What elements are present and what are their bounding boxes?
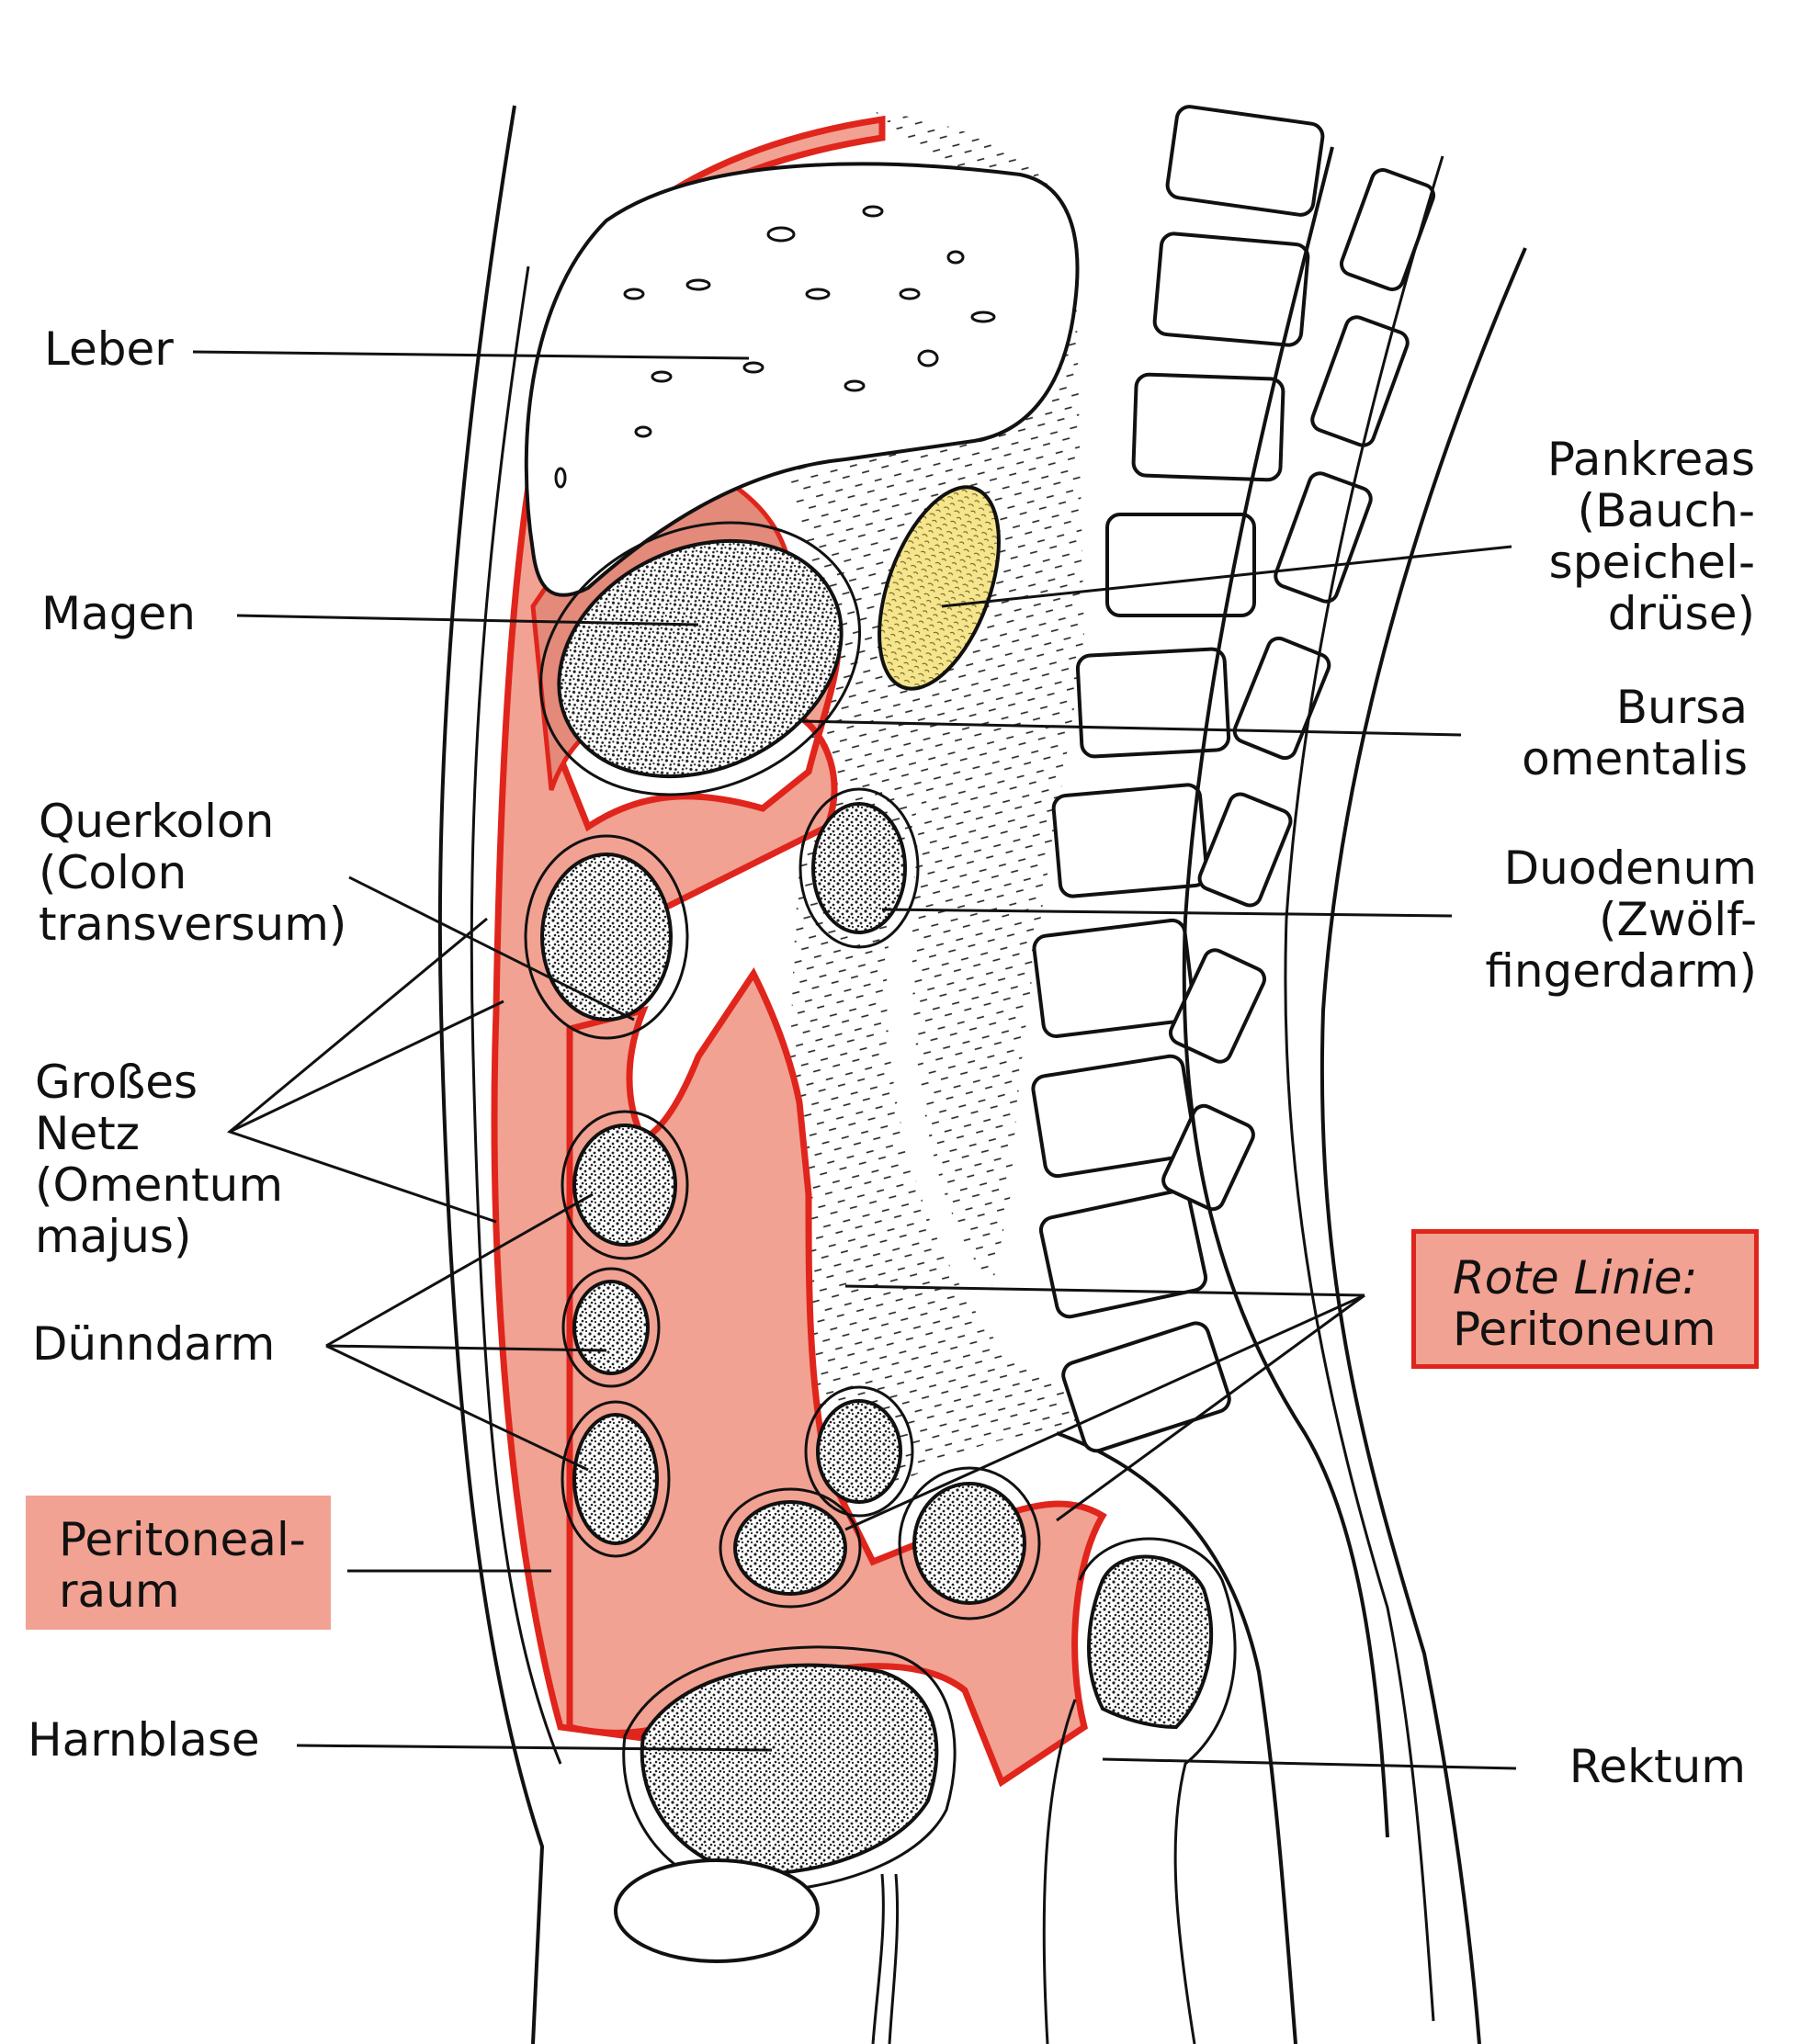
legend-rote-linie: Rote Linie: — [1453, 1251, 1698, 1304]
small-intestine-loop — [572, 1413, 659, 1545]
transverse-colon-wall — [524, 834, 689, 1040]
mesentery-connective-tissue — [772, 404, 1112, 1525]
label-pankreas-line4: drüse) — [1607, 587, 1755, 640]
label-grosses-netz-line1: Großes — [35, 1056, 198, 1109]
legend-peritoneum: Peritoneum — [1453, 1303, 1716, 1356]
label-querkolon-line3: transversum) — [39, 898, 347, 951]
label-pankreas-line1: Pankreas — [1546, 433, 1755, 486]
label-peritonealraum-line1: Peritoneal- — [59, 1513, 306, 1566]
duodenum-wall — [798, 787, 920, 949]
label-grosses-netz-line4: majus) — [35, 1210, 192, 1263]
anterior-body-wall — [437, 105, 545, 2044]
spinal-canal — [1182, 146, 1389, 1838]
rectum — [1087, 1554, 1213, 1730]
label-harnblase: Harnblase — [28, 1713, 260, 1767]
vertebral-column — [1031, 105, 1325, 1453]
rote-linie-legend: Rote Linie: Peritoneum — [1411, 1229, 1759, 1369]
label-querkolon: Querkolon (Colon transversum) — [39, 796, 346, 950]
label-bursa-line1: Bursa — [1615, 681, 1748, 734]
liver-vessels — [554, 205, 996, 489]
urethra — [871, 1873, 900, 2044]
label-rektum: Rektum — [1569, 1740, 1746, 1793]
pubic-bone — [614, 1858, 820, 1963]
label-magen: Magen — [41, 587, 196, 640]
liver — [524, 162, 1080, 597]
label-bursa-omentalis: Bursa omentalis — [1507, 682, 1748, 785]
label-pankreas-line2: (Bauch- — [1577, 484, 1755, 537]
label-peritonealraum-line2: raum — [59, 1564, 180, 1618]
small-intestine-loop — [572, 1124, 677, 1247]
label-pankreas-line3: speichel- — [1548, 536, 1755, 589]
rectum-wall — [1042, 1537, 1237, 2044]
peritonealraum-box: Peritoneal- raum — [26, 1496, 331, 1630]
label-pankreas: Pankreas (Bauch- speichel- drüse) — [1507, 434, 1755, 639]
small-intestine-loop — [912, 1482, 1026, 1605]
duodenum — [811, 802, 907, 934]
label-duodenum: Duodenum (Zwölf- fingerdarm) — [1433, 842, 1757, 997]
label-querkolon-line2: (Colon — [39, 846, 187, 899]
stomach — [557, 538, 844, 779]
label-grosses-netz-line3: (Omentum — [35, 1158, 284, 1212]
label-duenndarm: Dünndarm — [32, 1317, 276, 1371]
label-leber: Leber — [44, 322, 174, 376]
small-intestine-loop — [733, 1500, 847, 1596]
anterior-body-wall-inner — [470, 265, 562, 1765]
small-intestine-loops — [561, 1110, 1041, 1621]
label-duodenum-line2: (Zwölf- — [1598, 893, 1757, 946]
label-bursa-line2: omentalis — [1522, 732, 1748, 785]
pancreas — [878, 485, 1001, 691]
posterior-body-wall-inner — [1284, 155, 1444, 2022]
leader-lines — [192, 350, 1517, 1770]
label-duodenum-line3: fingerdarm) — [1485, 944, 1757, 998]
bladder — [640, 1663, 939, 1877]
label-duodenum-line1: Duodenum — [1503, 841, 1757, 895]
transverse-colon — [540, 853, 673, 1022]
posterior-body-wall — [1319, 247, 1527, 2044]
label-grosses-netz-line2: Netz — [35, 1107, 141, 1160]
small-intestine-loop — [816, 1399, 902, 1504]
label-grosses-netz: Großes Netz (Omentum majus) — [35, 1056, 283, 1262]
label-querkolon-line1: Querkolon — [39, 795, 275, 848]
stomach-wall — [538, 521, 862, 796]
small-intestine-loop — [572, 1280, 650, 1375]
sacrum-curve — [1056, 1431, 1297, 2044]
